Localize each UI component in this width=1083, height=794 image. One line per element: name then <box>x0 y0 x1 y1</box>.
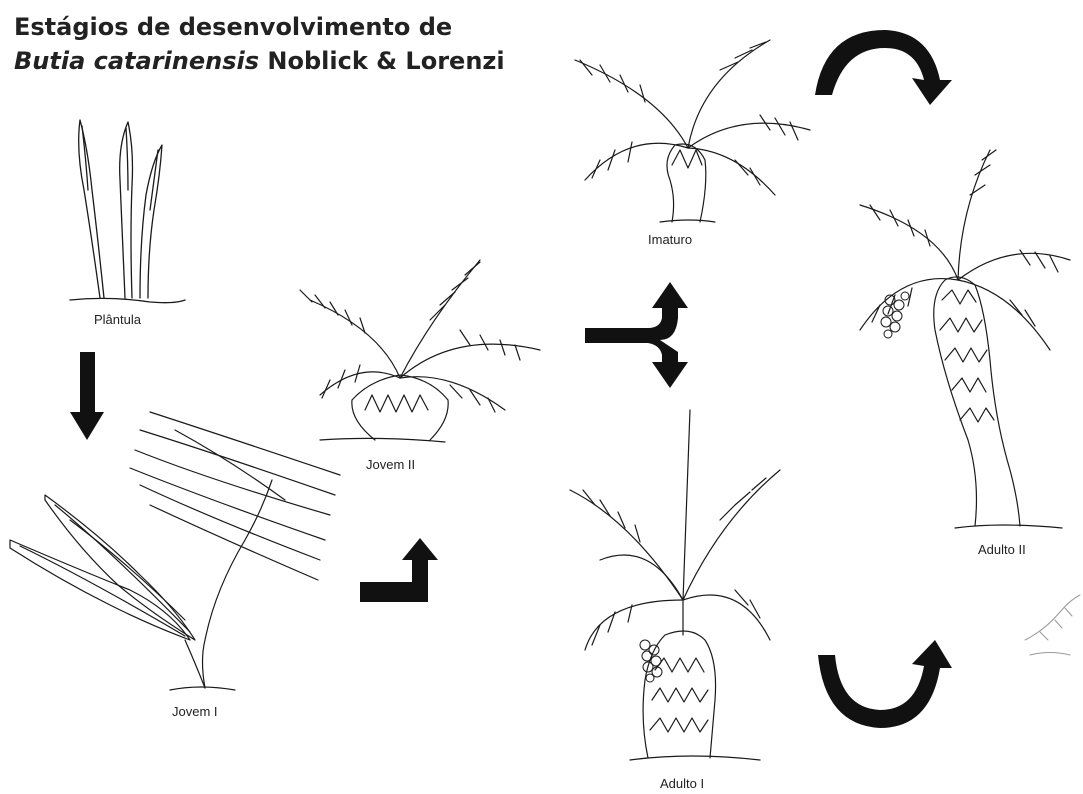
title-line-1: Estágios de desenvolvimento de <box>14 13 453 41</box>
arrow-down-icon <box>70 352 104 440</box>
arrow-turn-up-icon <box>360 538 438 602</box>
arrows <box>70 30 952 728</box>
arrow-branch-icon <box>585 282 688 388</box>
title-line-2: Butia catarinensis Noblick & Lorenzi <box>14 44 505 78</box>
diagram-title: Estágios de desenvolvimento de Butia cat… <box>14 10 505 78</box>
jovem-i-drawing <box>9 411 341 691</box>
adulto-i-drawing <box>569 409 781 761</box>
plantula-drawing <box>69 119 186 304</box>
label-adulto-i: Adulto I <box>660 776 705 791</box>
label-jovem-ii: Jovem II <box>366 457 416 472</box>
imaturo-drawing <box>574 39 811 223</box>
label-imaturo: Imaturo <box>648 232 693 247</box>
species-authors: Noblick & Lorenzi <box>259 47 505 75</box>
partial-sketch-fragment <box>1024 594 1081 656</box>
jovem-ii-drawing <box>299 259 541 443</box>
arrow-curve-up-icon <box>818 640 952 728</box>
adulto-ii-drawing <box>859 149 1071 529</box>
label-plantula: Plântula <box>94 312 141 327</box>
adulto-i-fruit-cluster <box>639 639 663 683</box>
label-jovem-i: Jovem I <box>172 704 218 719</box>
adulto-ii-fruit-cluster <box>880 291 910 339</box>
label-adulto-ii: Adulto II <box>978 542 1026 557</box>
species-name: Butia catarinensis <box>14 47 260 75</box>
arrow-curve-right-icon <box>815 30 952 105</box>
